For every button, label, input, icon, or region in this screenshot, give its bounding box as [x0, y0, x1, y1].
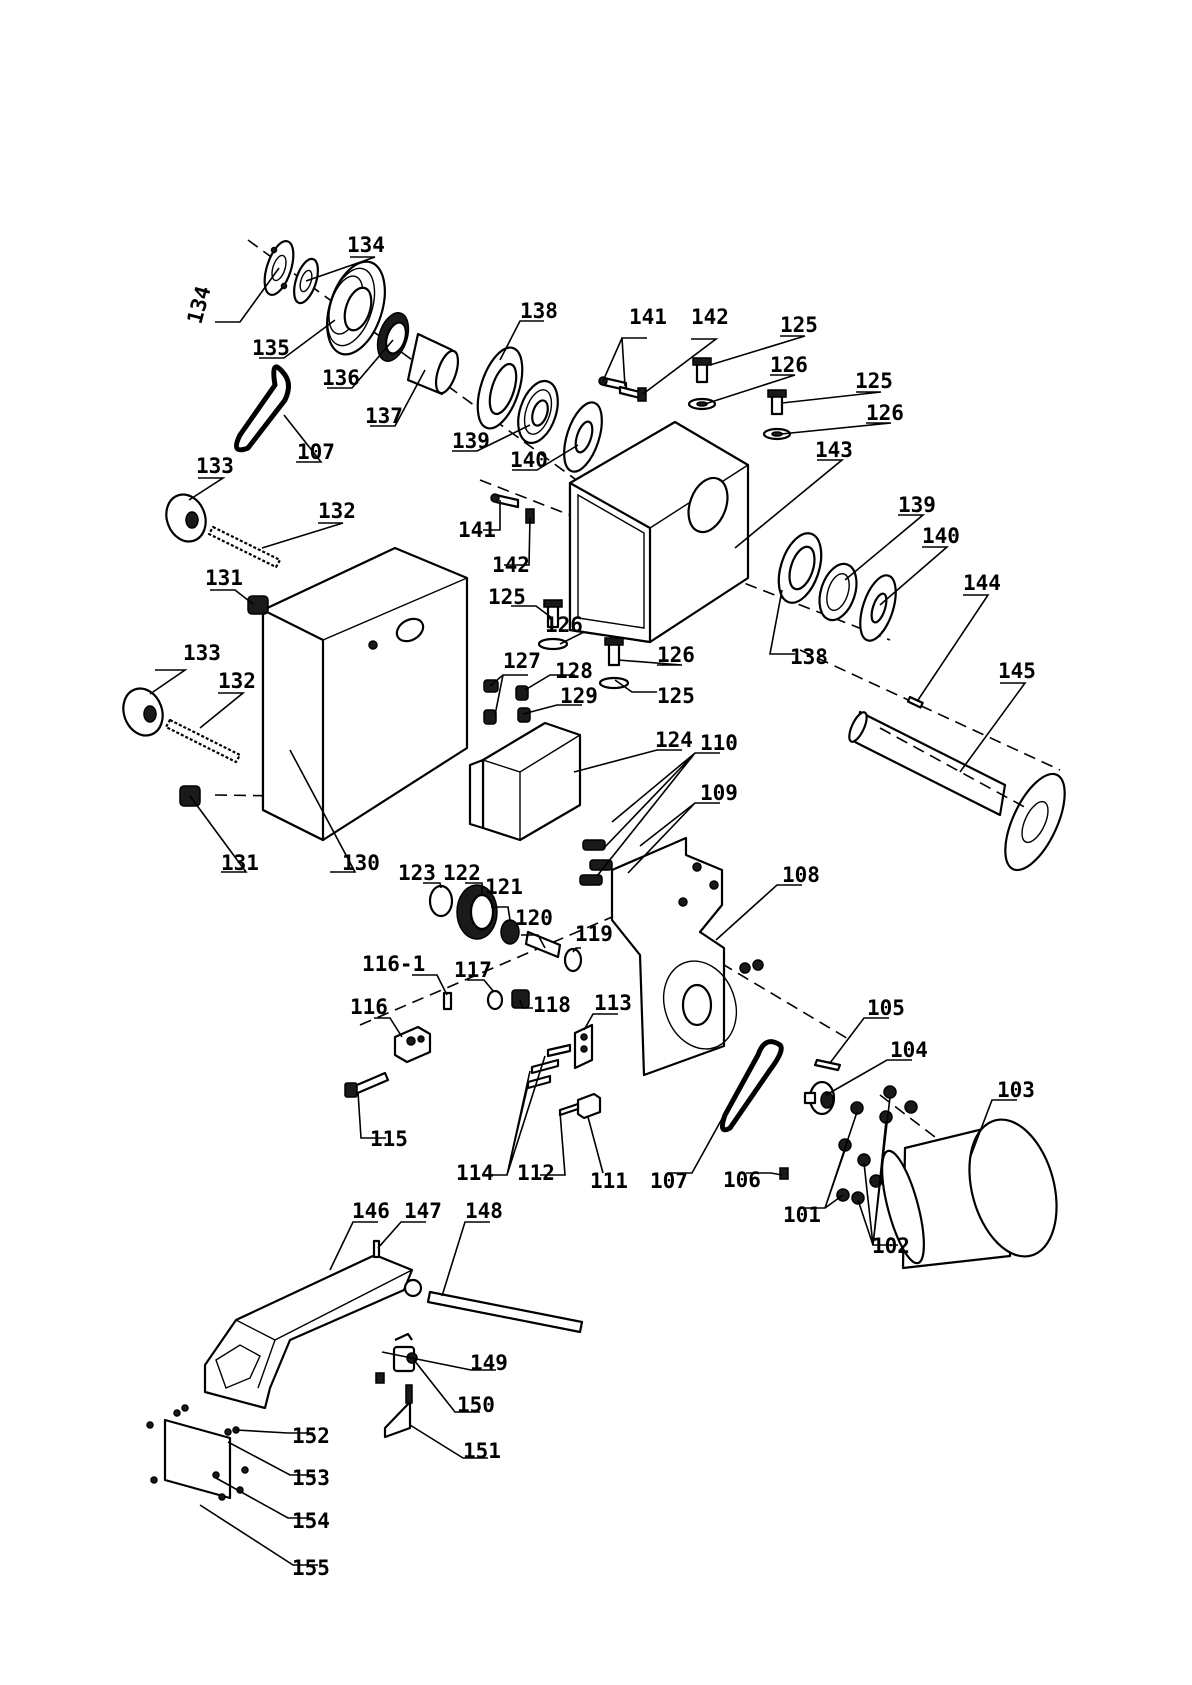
- label-136: 136: [322, 366, 360, 390]
- gearbox-housing-143: [570, 422, 748, 642]
- tension-assembly-lower: [117, 683, 240, 806]
- label-133: 133: [196, 454, 234, 478]
- label-107: 107: [650, 1169, 688, 1193]
- label-140: 140: [510, 448, 548, 472]
- label-131: 131: [205, 566, 243, 590]
- label-104: 104: [890, 1038, 928, 1062]
- label-138: 138: [520, 299, 558, 323]
- label-107: 107: [297, 440, 335, 464]
- part-labels: 134 134 135 136 137 138 139 140 107 141 …: [183, 233, 1036, 1580]
- label-142: 142: [691, 305, 729, 329]
- label-148: 148: [465, 1199, 503, 1223]
- spindle-shaft-145: [846, 710, 1077, 878]
- label-151: 151: [463, 1439, 501, 1463]
- label-139: 139: [452, 429, 490, 453]
- label-142: 142: [492, 553, 530, 577]
- label-101: 101: [783, 1203, 821, 1227]
- label-120: 120: [515, 906, 553, 930]
- label-126: 126: [545, 613, 583, 637]
- label-129: 129: [560, 684, 598, 708]
- label-112: 112: [517, 1161, 555, 1185]
- label-132: 132: [218, 669, 256, 693]
- label-131: 131: [221, 851, 259, 875]
- plate-154: [147, 1405, 248, 1500]
- belt-107-top: [236, 367, 288, 450]
- label-124: 124: [655, 728, 693, 752]
- label-147: 147: [404, 1199, 442, 1223]
- belt-107-lower: [722, 1042, 781, 1130]
- label-126: 126: [866, 401, 904, 425]
- label-130: 130: [342, 851, 380, 875]
- label-153: 153: [292, 1466, 330, 1490]
- label-141: 141: [629, 305, 667, 329]
- key-144: [908, 697, 923, 707]
- label-152: 152: [292, 1424, 330, 1448]
- label-134: 134: [347, 233, 385, 257]
- label-125: 125: [780, 313, 818, 337]
- label-140: 140: [922, 524, 960, 548]
- label-138: 138: [790, 645, 828, 669]
- gears-right-of-housing: [771, 528, 903, 645]
- label-139: 139: [898, 493, 936, 517]
- label-117: 117: [454, 958, 492, 982]
- label-135: 135: [252, 336, 290, 360]
- label-109: 109: [700, 781, 738, 805]
- tension-assembly-upper: [160, 489, 280, 614]
- cover-box-130: [263, 548, 467, 840]
- motor-plate-108: [580, 838, 763, 1075]
- label-102: 102: [872, 1234, 910, 1258]
- label-115: 115: [370, 1127, 408, 1151]
- label-143: 143: [815, 438, 853, 462]
- label-110: 110: [700, 731, 738, 755]
- label-125: 125: [855, 369, 893, 393]
- label-145: 145: [998, 659, 1036, 683]
- label-141: 141: [458, 518, 496, 542]
- label-122: 122: [443, 861, 481, 885]
- label-149: 149: [470, 1351, 508, 1375]
- label-106: 106: [723, 1168, 761, 1192]
- label-126: 126: [657, 643, 695, 667]
- label-113: 113: [594, 991, 632, 1015]
- label-125: 125: [657, 684, 695, 708]
- label-133: 133: [183, 641, 221, 665]
- label-125: 125: [488, 585, 526, 609]
- label-155: 155: [292, 1556, 330, 1580]
- label-126: 126: [770, 353, 808, 377]
- terminal-113-111: [528, 1025, 600, 1118]
- label-111: 111: [590, 1169, 628, 1193]
- label-119: 119: [575, 922, 613, 946]
- label-103: 103: [997, 1078, 1035, 1102]
- label-137: 137: [365, 404, 403, 428]
- label-108: 108: [782, 863, 820, 887]
- label-105: 105: [867, 996, 905, 1020]
- label-123: 123: [398, 861, 436, 885]
- label-116: 116: [350, 995, 388, 1019]
- label-121: 121: [485, 875, 523, 899]
- lock-150-151: [376, 1334, 417, 1437]
- label-132: 132: [318, 499, 356, 523]
- label-150: 150: [457, 1393, 495, 1417]
- label-114: 114: [456, 1161, 494, 1185]
- motor-pulley-104: [780, 1060, 840, 1179]
- label-128: 128: [555, 659, 593, 683]
- label-144: 144: [963, 571, 1001, 595]
- label-154: 154: [292, 1509, 330, 1533]
- label-146: 146: [352, 1199, 390, 1223]
- label-134: 134: [183, 283, 216, 326]
- base-146: [205, 1241, 582, 1408]
- label-127: 127: [503, 649, 541, 673]
- label-118: 118: [533, 993, 571, 1017]
- label-116-1: 116-1: [362, 952, 425, 976]
